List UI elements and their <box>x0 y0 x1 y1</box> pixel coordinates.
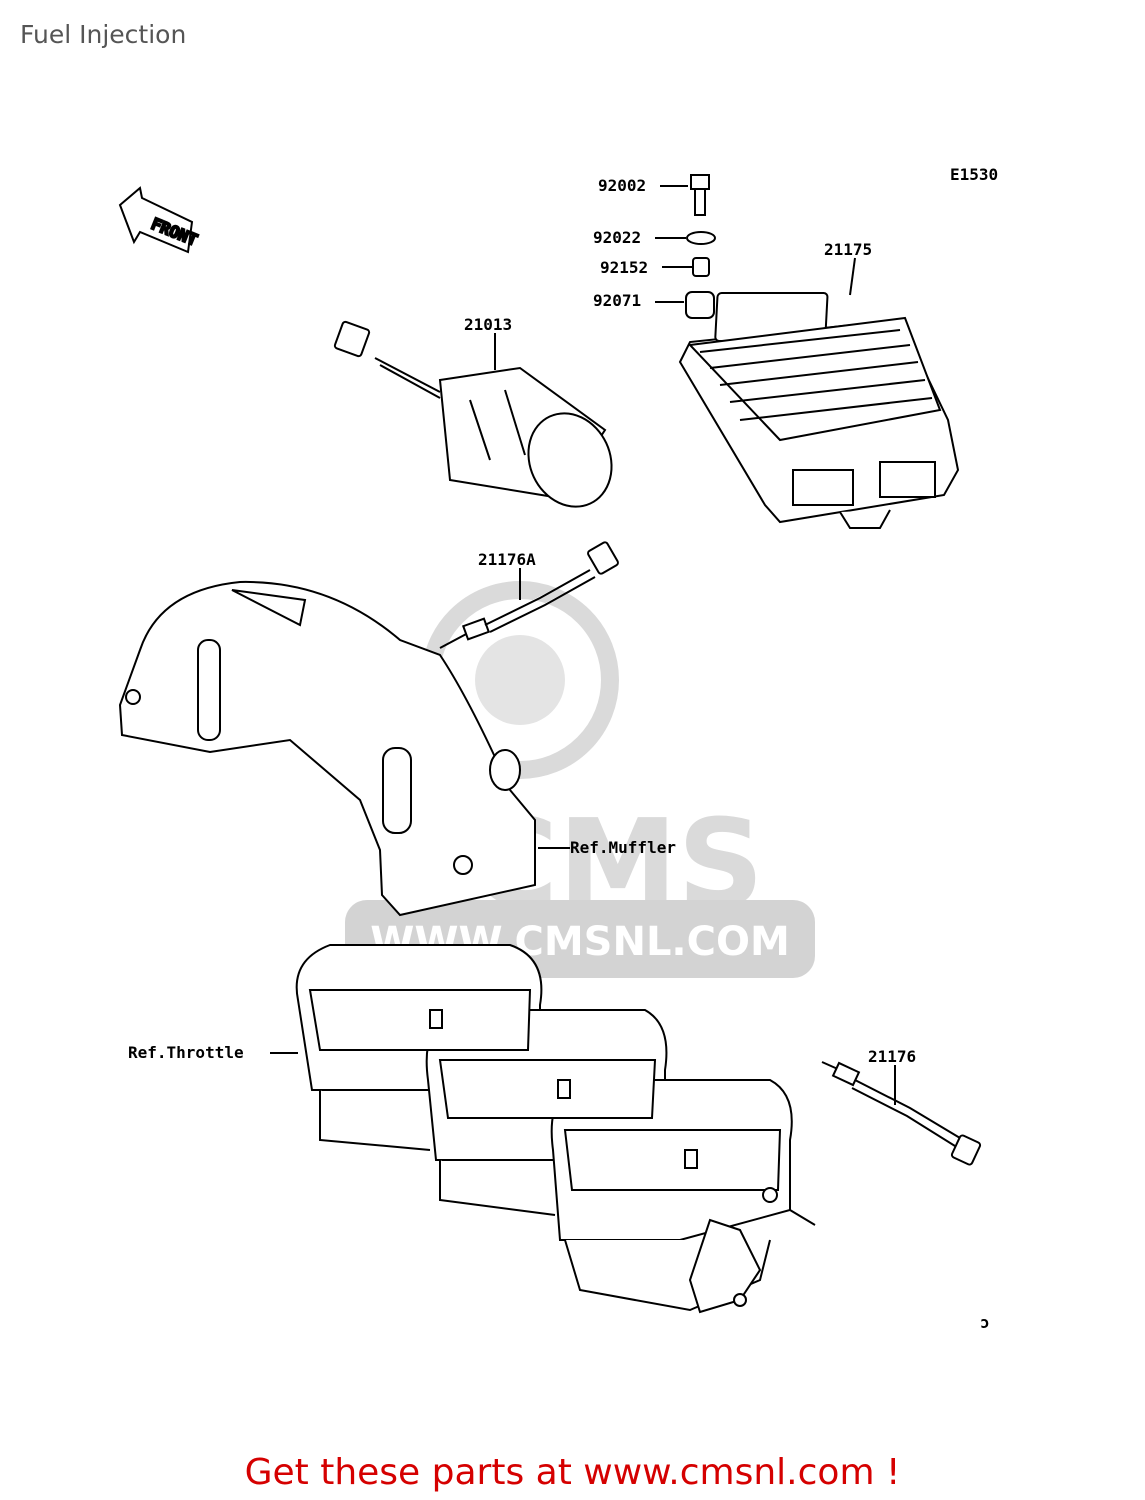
callout-21176: 21176 <box>868 1047 916 1066</box>
ref-throttle: Ref.Throttle <box>128 1043 244 1062</box>
bolt-icon <box>690 174 710 190</box>
intake-housing <box>118 580 536 917</box>
corner-mark: ɔ <box>980 1313 990 1332</box>
front-arrow-icon: FRONT <box>118 186 201 254</box>
footer-cta[interactable]: Get these parts at www.cmsnl.com ! <box>244 1452 901 1493</box>
diagram-code: E1530 <box>950 165 998 184</box>
callout-21175: 21175 <box>824 240 872 259</box>
connector-icon <box>950 1134 982 1166</box>
ecu-connector-left <box>792 469 854 506</box>
callout-92071: 92071 <box>593 291 641 310</box>
damper-icon <box>685 291 715 319</box>
throttle-body-assembly <box>295 944 793 1314</box>
page-title: Fuel Injection <box>20 20 187 49</box>
ecu-unit <box>678 292 960 529</box>
callout-92002: 92002 <box>598 176 646 195</box>
connector-icon <box>333 320 371 358</box>
ecu-connector-right <box>879 461 936 498</box>
connector-icon <box>587 541 619 575</box>
collar-icon <box>692 257 710 277</box>
ref-muffler: Ref.Muffler <box>570 838 676 857</box>
sensor-a <box>439 541 619 649</box>
fastener-stack <box>655 174 716 319</box>
callout-21176a: 21176A <box>478 550 536 569</box>
callout-92022: 92022 <box>593 228 641 247</box>
sensor-module <box>333 320 613 508</box>
callout-21013: 21013 <box>464 315 512 334</box>
callout-92152: 92152 <box>600 258 648 277</box>
washer-icon <box>686 231 716 245</box>
sensor-b <box>821 1061 982 1166</box>
